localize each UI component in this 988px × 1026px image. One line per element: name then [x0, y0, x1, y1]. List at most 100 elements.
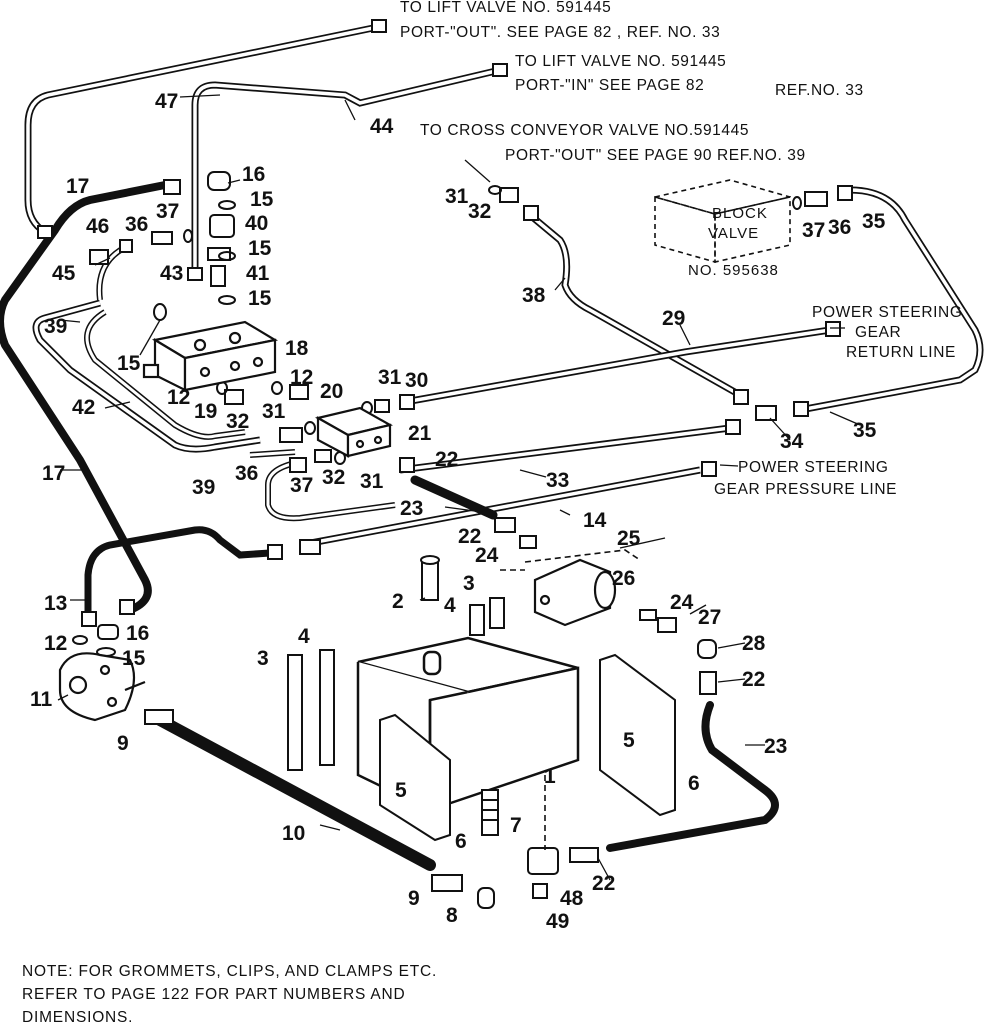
fitting-22-low — [494, 517, 516, 533]
leader-lines — [57, 94, 861, 881]
strap-3 — [287, 654, 303, 771]
lift-in-line2: PORT-"IN" SEE PAGE 82 — [515, 77, 704, 94]
fitting-28 — [697, 639, 717, 659]
fitting-40 — [209, 214, 235, 238]
fitting-48 — [527, 847, 559, 875]
fitting-46 — [119, 239, 133, 253]
part-29: 29 — [662, 307, 685, 330]
fitting-19 — [224, 389, 244, 405]
fitting-41-body — [210, 265, 226, 287]
fitting-36-top — [151, 231, 173, 245]
fitting-14-left — [299, 539, 321, 555]
pump-11 — [58, 652, 146, 722]
part-39: 39 — [44, 315, 67, 338]
fitting-9-lower — [431, 874, 463, 892]
part-27: 27 — [698, 606, 721, 629]
part-39b: 39 — [192, 476, 215, 499]
part-15: 15 — [250, 188, 274, 211]
part-31c: 31 — [262, 400, 286, 423]
fitting-8 — [477, 887, 495, 909]
fitting-32-low — [314, 449, 332, 463]
part-30: 30 — [405, 369, 428, 392]
block-valve — [654, 179, 791, 264]
fitting-35-top — [837, 185, 853, 201]
part-32b: 32 — [226, 410, 249, 433]
part-41: 41 — [246, 262, 270, 285]
part-8: 8 — [446, 904, 458, 927]
manifold-21 — [315, 406, 393, 458]
ps-return-line1: POWER STEERING — [812, 304, 963, 321]
part-31b: 31 — [378, 366, 402, 389]
fitting-34 — [755, 405, 777, 421]
footnote: NOTE: FOR GROMMETS, CLIPS, AND CLAMPS ET… — [22, 960, 582, 1026]
fitting-38-lower — [733, 389, 749, 405]
block-valve-line2: VALVE — [708, 225, 759, 242]
part-22: 22 — [435, 448, 458, 471]
part-37b: 37 — [802, 219, 825, 242]
part-38: 38 — [522, 284, 546, 307]
part-15d: 15 — [117, 352, 141, 375]
fitting-20 — [289, 384, 309, 400]
fitting-35-lower — [793, 401, 809, 417]
ps-pressure-line1: POWER STEERING — [738, 459, 889, 476]
fitting-22-right — [699, 671, 717, 695]
part-12: 12 — [290, 366, 313, 389]
part-6: 6 — [688, 772, 700, 795]
part-12c: 12 — [44, 632, 67, 655]
part-32c: 32 — [322, 466, 345, 489]
hose-23-upper — [410, 475, 498, 520]
hose-10 — [154, 714, 436, 871]
cross-conveyor-line2: PORT-"OUT" SEE PAGE 90 REF.NO. 39 — [505, 147, 806, 164]
part-22b: 22 — [458, 525, 481, 548]
part-15e: 15 — [122, 647, 146, 670]
callout-ps-return: POWER STEERING GEAR RETURN LINE — [812, 304, 963, 361]
heavy-hoses — [0, 181, 779, 871]
oring-15a — [218, 200, 236, 210]
fitting-13-bottom — [81, 611, 97, 627]
part-43: 43 — [160, 262, 183, 285]
part-16b: 16 — [126, 622, 149, 645]
fitting-36-right — [804, 191, 828, 207]
fitting-top-b — [492, 63, 508, 77]
part-13: 13 — [44, 592, 67, 615]
callout-block-valve: BLOCK VALVE NO. 595638 — [688, 205, 779, 279]
line-44 — [191, 66, 501, 270]
part-3b: 3 — [257, 647, 269, 670]
part-6b: 6 — [455, 830, 467, 853]
part-18: 18 — [285, 337, 309, 360]
fitting-45 — [89, 249, 109, 265]
part-37c: 37 — [290, 474, 313, 497]
part-17b: 17 — [42, 462, 65, 485]
part-3: 3 — [463, 572, 475, 595]
strap-4-upper — [469, 604, 485, 636]
fitting-9-upper — [144, 709, 174, 725]
part-number-labels: 47 44 16 15 17 46 36 37 40 15 45 43 41 1… — [30, 90, 886, 933]
part-48: 48 — [560, 887, 584, 910]
block-valve-line3: NO. 595638 — [688, 262, 779, 279]
part-10: 10 — [282, 822, 305, 845]
part-24b: 24 — [670, 591, 694, 614]
callout-ps-pressure: POWER STEERING GEAR PRESSURE LINE — [714, 459, 896, 498]
fitting-24 — [519, 535, 537, 549]
footnote-line3: DIMENSIONS. — [22, 1009, 134, 1026]
footnote-line2: REFER TO PAGE 122 FOR PART NUMBERS AND — [22, 986, 406, 1003]
fitting-49 — [532, 883, 548, 899]
fitting-32-mid — [279, 427, 303, 443]
part-5b: 5 — [395, 779, 407, 802]
part-36: 36 — [125, 213, 148, 236]
part-28: 28 — [742, 632, 766, 655]
ps-return-line2: GEAR — [855, 324, 901, 341]
part-34: 34 — [780, 430, 804, 453]
part-12b: 12 — [167, 386, 190, 409]
lift-out-line2: PORT-"OUT". SEE PAGE 82 , REF. NO. 33 — [400, 24, 720, 41]
fitting-41 — [187, 267, 203, 281]
part-44: 44 — [370, 115, 394, 138]
part-35: 35 — [862, 210, 886, 233]
strap-3-upper — [489, 597, 505, 629]
part-40: 40 — [245, 212, 268, 235]
part-25: 25 — [617, 527, 641, 550]
fitting-33-end — [725, 419, 741, 435]
part-32: 32 — [468, 200, 491, 223]
part-7: 7 — [510, 814, 522, 837]
oring-37-right — [792, 196, 802, 210]
